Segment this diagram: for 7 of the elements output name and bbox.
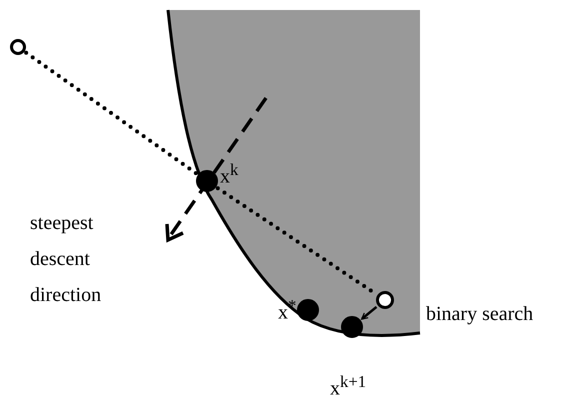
edge-label: binary search (426, 303, 534, 326)
direction-label: steepest descent direction (30, 211, 102, 308)
arrow (361, 306, 378, 320)
connector-line (24, 50, 198, 176)
iterate-point (10, 39, 26, 55)
point-label: x$^{k+1}$ (330, 372, 366, 401)
point-label: x$^{k}$ (220, 160, 238, 189)
